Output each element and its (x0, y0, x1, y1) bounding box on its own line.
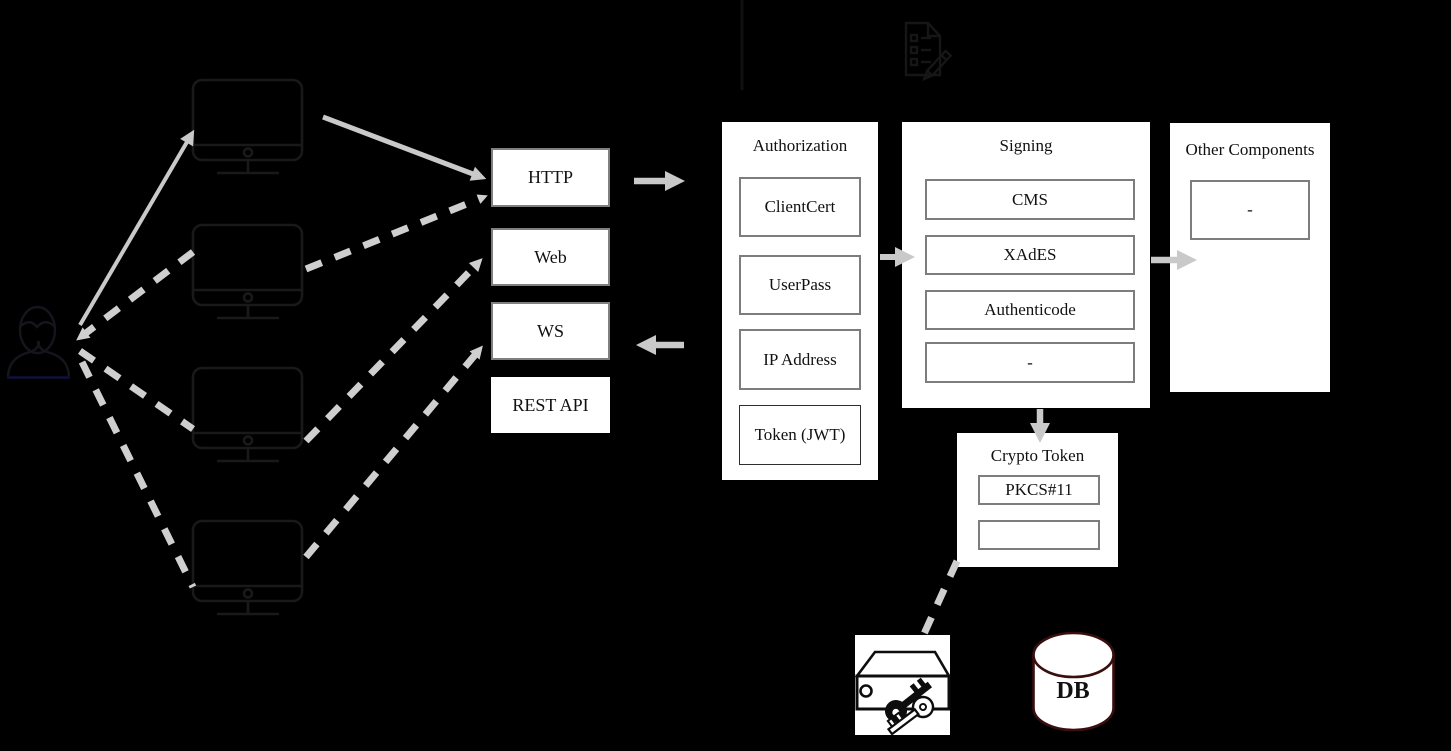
ip-address-box: IP Address (739, 329, 861, 390)
token-jwt-label: Token (JWT) (754, 425, 846, 444)
arrow-monitor1-to-http (322, 114, 487, 181)
web-box: Web (491, 228, 610, 286)
authenticode-label: Authenticode (984, 300, 1076, 319)
clientcert-box: ClientCert (739, 177, 861, 237)
dashed-crypto-token-to-hsm (915, 559, 961, 647)
xades-label: XAdES (1003, 245, 1057, 264)
ip-address-label: IP Address (763, 349, 837, 369)
cms-box: CMS (925, 179, 1135, 220)
other-components-dash-label: - (1247, 200, 1253, 219)
userpass-label: UserPass (768, 275, 832, 294)
ws-label: WS (537, 320, 564, 341)
authenticode-box: Authenticode (925, 290, 1135, 330)
signing-title: Signing (999, 136, 1053, 155)
dashed-monitor2-to-http (304, 194, 488, 273)
desktop-monitor-icon (191, 366, 304, 463)
authorization-title: Authorization (752, 136, 848, 155)
other-components-panel: Other Components - (1170, 123, 1330, 392)
authorization-panel: Authorization ClientCert UserPass IP Add… (722, 122, 878, 480)
black-key (885, 677, 933, 722)
desktop-monitor-icon (191, 223, 304, 320)
dashed-monitor4-to-ws (303, 345, 483, 560)
user-person-icon (6, 305, 71, 379)
rest-api-label: REST API (512, 394, 589, 415)
other-components-box: - (1190, 180, 1310, 240)
desktop-monitor-icon (191, 78, 304, 175)
dashed-user-to-monitor4 (78, 360, 197, 589)
arrow-user-to-monitor1 (78, 129, 195, 327)
http-label: HTTP (528, 167, 573, 187)
db-label: DB (1056, 678, 1089, 704)
rest-api-box: REST API (491, 377, 610, 433)
xades-box: XAdES (925, 235, 1135, 275)
hsm-keys-icon (854, 635, 952, 736)
signing-empty-box: - (925, 342, 1135, 383)
ws-box: WS (491, 302, 610, 360)
dashed-monitor3-to-web (303, 258, 483, 444)
desktop-monitor-icon (191, 519, 304, 616)
signing-panel: Signing CMS XAdES Authenticode - (902, 122, 1150, 408)
signed-document-pencil-icon (904, 21, 953, 82)
outline-key (886, 695, 935, 736)
signing-empty-label: - (1027, 352, 1033, 372)
crypto-token-panel: Crypto Token PKCS#11 (957, 433, 1118, 567)
database-cylinder-icon: DB (1032, 631, 1115, 732)
crypto-empty-box (978, 520, 1100, 550)
token-jwt-box: Token (JWT) (739, 405, 861, 465)
crypto-token-title: Crypto Token (990, 446, 1085, 465)
pkcs11-label: PKCS#11 (1005, 480, 1073, 499)
clientcert-label: ClientCert (764, 197, 836, 216)
userpass-box: UserPass (739, 255, 861, 315)
cms-label: CMS (1012, 189, 1048, 209)
pkcs11-box: PKCS#11 (978, 475, 1100, 505)
dashed-user-to-monitor3 (78, 348, 195, 432)
web-label: Web (534, 246, 567, 267)
dashed-monitor2-to-user (76, 249, 196, 341)
http-box: HTTP (491, 148, 610, 207)
other-components-title: Other Components (1185, 140, 1315, 159)
